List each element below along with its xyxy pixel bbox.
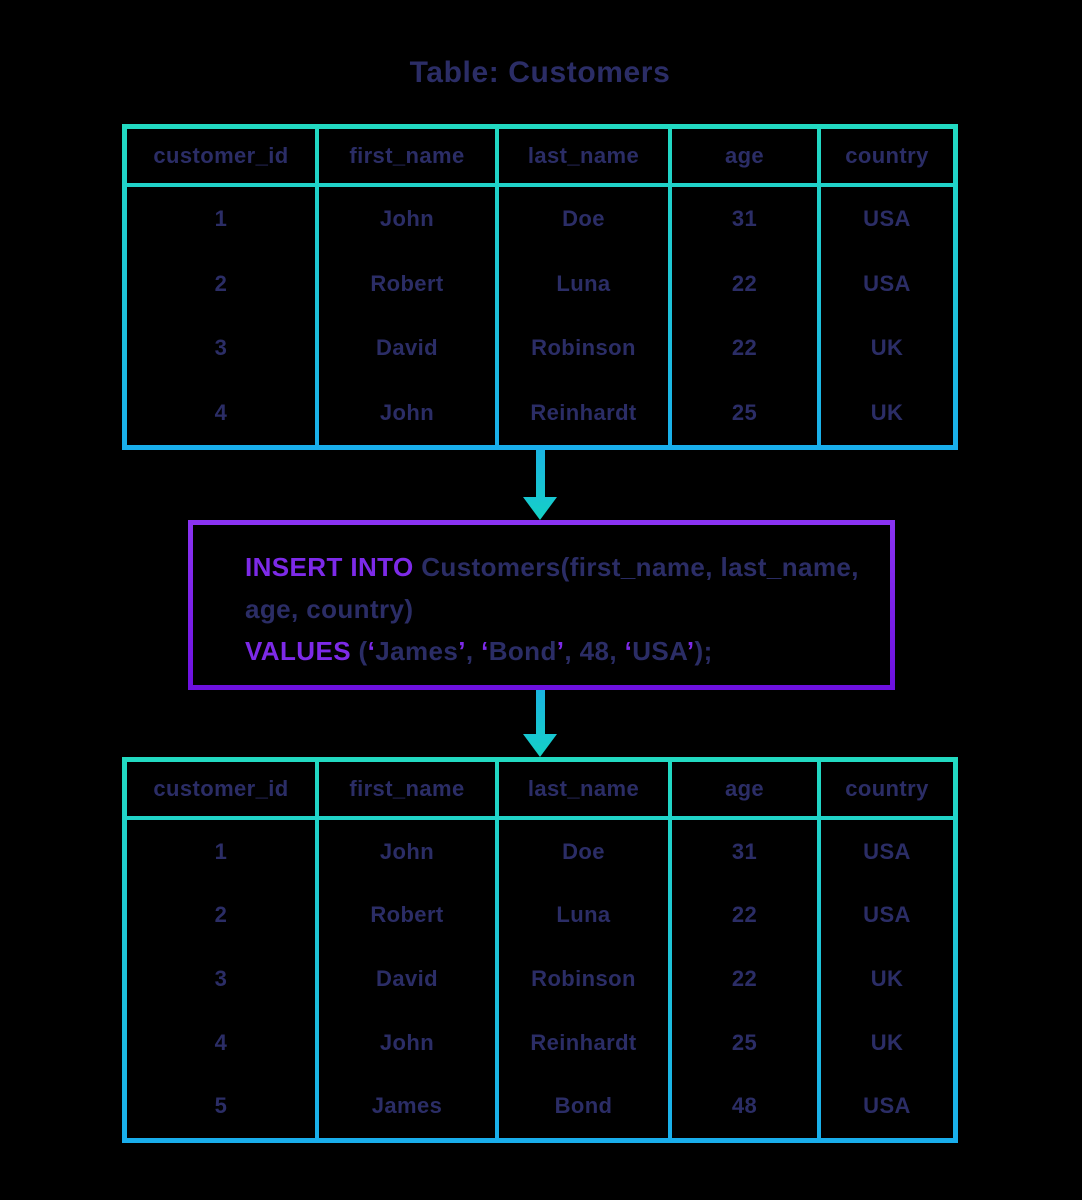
column-header: age — [672, 129, 817, 183]
table-cell: John — [379, 399, 435, 425]
table-cell: John — [379, 1029, 435, 1055]
table-cell: Reinhardt — [530, 399, 637, 425]
table-cell: UK — [870, 965, 904, 991]
table-cell: Luna — [556, 270, 611, 296]
table-column: 1 2 3 4 — [127, 187, 315, 445]
arrow-shaft — [535, 450, 545, 500]
table-cell: USA — [863, 838, 911, 864]
column-header: age — [672, 762, 817, 816]
table-cell: 22 — [731, 965, 758, 991]
table-cell: 3 — [214, 965, 228, 991]
table-cell: UK — [870, 1029, 904, 1055]
table-cell: 4 — [214, 1029, 228, 1055]
table-column: 1 2 3 4 5 — [127, 820, 315, 1138]
arrow-shaft — [535, 690, 545, 737]
arrow-head — [523, 734, 557, 757]
table-cell: UK — [870, 399, 904, 425]
page-title: Table: Customers — [409, 56, 671, 89]
table-cell: Reinhardt — [530, 1029, 637, 1055]
table-cell: 25 — [731, 1029, 758, 1055]
table-cell: USA — [863, 1093, 911, 1119]
table-cell: 3 — [214, 335, 228, 361]
table-cell: 2 — [214, 270, 228, 296]
table-cell: UK — [870, 335, 904, 361]
table-cell: David — [376, 335, 438, 361]
table-column: 31 22 22 25 48 — [672, 820, 817, 1138]
sql-line-2: age, country) — [245, 594, 414, 624]
column-header: country — [821, 129, 953, 183]
table-cell: 22 — [731, 902, 758, 928]
table-cell: 1 — [214, 838, 228, 864]
table-cell: Doe — [562, 838, 605, 864]
table-cell: USA — [863, 270, 911, 296]
table-cell: Bond — [554, 1093, 613, 1119]
table-cell: 48 — [731, 1093, 758, 1119]
arrow-head — [523, 497, 557, 520]
column-header: first_name — [319, 762, 495, 816]
table-cell: 5 — [214, 1093, 228, 1119]
table-cell: Doe — [562, 206, 605, 232]
table-cell: David — [376, 965, 438, 991]
table-cell: USA — [863, 902, 911, 928]
table-cell: James — [371, 1093, 443, 1119]
table-cell: Robert — [370, 902, 444, 928]
table-cell: 31 — [731, 206, 758, 232]
table-cell: John — [379, 206, 435, 232]
column-header: last_name — [499, 762, 668, 816]
table-column: 31 22 22 25 — [672, 187, 817, 445]
arrow-down-icon — [523, 690, 557, 757]
column-header: country — [821, 762, 953, 816]
column-header: last_name — [499, 129, 668, 183]
table-cell: Luna — [556, 902, 611, 928]
table-column: USA USA UK UK — [821, 187, 953, 445]
table-cell: 22 — [731, 335, 758, 361]
table-cell: Robinson — [531, 965, 636, 991]
table-cell: 4 — [214, 399, 228, 425]
column-header: customer_id — [127, 762, 315, 816]
table-cell: John — [379, 838, 435, 864]
sql-statement-box: INSERT INTO Customers(first_name, last_n… — [188, 520, 895, 690]
table-cell: USA — [863, 206, 911, 232]
table-cell: 1 — [214, 206, 228, 232]
table-cell: 2 — [214, 902, 228, 928]
column-header: customer_id — [127, 129, 315, 183]
table-column: USA USA UK UK USA — [821, 820, 953, 1138]
column-header: first_name — [319, 129, 495, 183]
table-cell: Robert — [370, 270, 444, 296]
table-cell: 25 — [731, 399, 758, 425]
sql-line-3: VALUES (‘James’, ‘Bond’, 48, ‘USA’); — [245, 636, 713, 666]
sql-line-1: INSERT INTO Customers(first_name, last_n… — [245, 552, 859, 582]
table-cell: 22 — [731, 270, 758, 296]
table-cell: Robinson — [531, 335, 636, 361]
table-cell: 31 — [731, 838, 758, 864]
arrow-down-icon — [523, 450, 557, 520]
